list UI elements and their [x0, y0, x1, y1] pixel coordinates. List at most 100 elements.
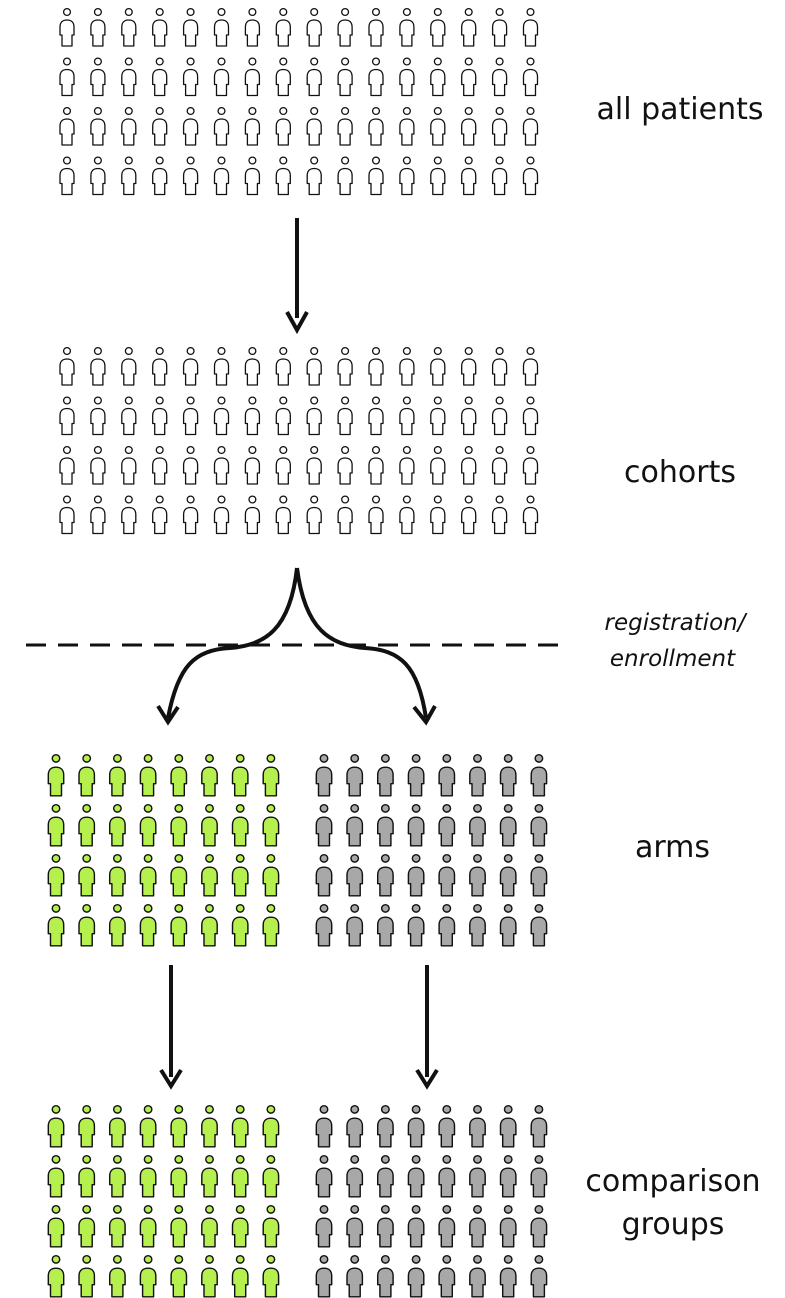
person-icon	[438, 803, 456, 847]
person-icon	[491, 106, 508, 146]
person-icon	[461, 445, 477, 485]
person-icon	[499, 1104, 517, 1148]
person-icon	[530, 1204, 548, 1248]
person-icon	[346, 803, 364, 847]
comparison-green-grid	[47, 1104, 280, 1298]
person-icon	[170, 753, 188, 797]
label-groups: groups	[621, 1207, 725, 1242]
person-icon	[337, 156, 353, 196]
person-icon	[430, 156, 446, 196]
person-icon	[499, 903, 517, 947]
person-icon	[499, 753, 517, 797]
person-icon	[461, 57, 477, 97]
person-icon	[108, 1154, 126, 1198]
person-icon	[231, 903, 249, 947]
person-icon	[213, 495, 230, 535]
person-icon	[152, 495, 168, 535]
person-icon	[182, 156, 199, 196]
person-icon	[152, 7, 168, 47]
person-icon	[469, 1154, 486, 1198]
person-icon	[399, 396, 415, 436]
person-icon	[346, 1154, 364, 1198]
person-icon	[59, 106, 75, 146]
person-icon	[244, 7, 261, 47]
person-icon	[182, 106, 199, 146]
person-icon	[368, 495, 384, 535]
person-icon	[47, 803, 65, 847]
person-icon	[368, 396, 384, 436]
person-icon	[337, 57, 353, 97]
comparison-grey-grid	[315, 1104, 548, 1298]
person-icon	[530, 1154, 548, 1198]
person-icon	[430, 7, 446, 47]
person-icon	[491, 57, 508, 97]
person-icon	[90, 57, 106, 97]
person-icon	[78, 753, 96, 797]
person-icon	[306, 445, 322, 485]
person-icon	[231, 1254, 249, 1298]
person-icon	[121, 346, 137, 386]
person-icon	[201, 903, 218, 947]
person-icon	[213, 57, 230, 97]
person-icon	[139, 903, 157, 947]
person-icon	[469, 1204, 486, 1248]
person-icon	[399, 7, 415, 47]
person-icon	[346, 1254, 364, 1298]
person-icon	[368, 57, 384, 97]
person-icon	[170, 1104, 188, 1148]
person-icon	[491, 346, 508, 386]
person-icon	[469, 803, 486, 847]
person-icon	[182, 495, 199, 535]
person-icon	[346, 753, 364, 797]
person-icon	[231, 1204, 249, 1248]
person-icon	[499, 1204, 517, 1248]
person-icon	[213, 156, 230, 196]
person-icon	[213, 106, 230, 146]
person-icon	[170, 903, 188, 947]
person-icon	[90, 445, 106, 485]
person-icon	[90, 495, 106, 535]
person-icon	[306, 106, 322, 146]
person-icon	[244, 57, 261, 97]
person-icon	[337, 396, 353, 436]
label-arms: arms	[634, 830, 711, 865]
person-icon	[430, 57, 446, 97]
person-icon	[78, 903, 96, 947]
person-icon	[438, 853, 456, 897]
person-icon	[306, 57, 322, 97]
person-icon	[376, 1154, 394, 1198]
person-icon	[499, 1254, 517, 1298]
person-icon	[346, 903, 364, 947]
person-icon	[530, 753, 548, 797]
person-icon	[407, 753, 425, 797]
person-icon	[121, 57, 137, 97]
person-icon	[430, 445, 446, 485]
person-icon	[78, 1204, 96, 1248]
person-icon	[315, 1104, 333, 1148]
person-icon	[90, 346, 106, 386]
person-icon	[522, 445, 539, 485]
person-icon	[201, 753, 218, 797]
person-icon	[306, 156, 322, 196]
person-icon	[430, 106, 446, 146]
person-icon	[368, 445, 384, 485]
person-icon	[139, 1254, 157, 1298]
person-icon	[152, 156, 168, 196]
person-icon	[244, 106, 261, 146]
person-icon	[530, 1254, 548, 1298]
person-icon	[368, 106, 384, 146]
person-icon	[201, 1154, 218, 1198]
person-icon	[376, 753, 394, 797]
person-icon	[262, 1104, 280, 1148]
person-icon	[306, 346, 322, 386]
person-icon	[376, 903, 394, 947]
person-icon	[182, 346, 199, 386]
person-icon	[152, 106, 168, 146]
label-enrollment: enrollment	[609, 646, 736, 672]
person-icon	[376, 1254, 394, 1298]
person-icon	[59, 396, 75, 436]
person-icon	[121, 7, 137, 47]
person-icon	[59, 445, 75, 485]
person-icon	[407, 903, 425, 947]
